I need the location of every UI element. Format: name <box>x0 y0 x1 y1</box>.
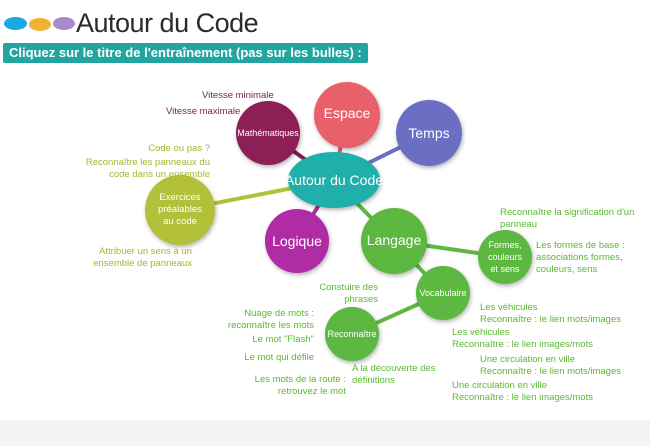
link-vitesse-minimale[interactable]: Vitesse minimale <box>202 90 274 101</box>
link-circulation-2-sub[interactable]: Reconnaître : le lien images/mots <box>452 392 593 403</box>
link-reconnaitre-panneaux[interactable]: Reconnaître les panneaux du code dans un… <box>85 157 210 180</box>
link-mot-flash[interactable]: Le mot "Flash" <box>252 334 314 345</box>
page-title: Autour du Code <box>76 8 259 38</box>
link-circulation-1[interactable]: Une circulation en ville <box>480 354 576 365</box>
node-vocabulaire[interactable]: Vocabulaire <box>419 288 467 298</box>
link-vitesse-maximale[interactable]: Vitesse maximale <box>166 106 241 117</box>
link-attribuer-sens[interactable]: Attribuer un sens à un ensemble de panne… <box>93 246 192 269</box>
node-exercices[interactable]: Exercices préalables au code <box>158 192 202 227</box>
link-mots-route[interactable]: Les mots de la route : retrouvez le mot <box>254 374 346 397</box>
link-reconnaitre-signification[interactable]: Reconnaître la signification d'un pannea… <box>500 207 635 230</box>
node-reconnaitre[interactable]: Reconnaître <box>327 329 377 339</box>
link-mot-defile[interactable]: Le mot qui défile <box>244 352 314 363</box>
link-vehicules-2-sub[interactable]: Reconnaître : le lien images/mots <box>452 339 593 350</box>
node-langage[interactable]: Langage <box>366 232 422 248</box>
link-construire-phrases[interactable]: Constuire des phrases <box>319 282 378 305</box>
logo-icon <box>4 17 75 31</box>
link-nuage-mots[interactable]: Nuage de mots : reconnaître les mots <box>227 308 314 331</box>
link-vehicules-2[interactable]: Les véhicules <box>452 327 510 338</box>
node-formes[interactable]: Formes, couleurs et sens <box>487 240 523 274</box>
instruction-banner: Cliquez sur le titre de l'entraînement (… <box>3 43 368 63</box>
node-espace[interactable]: Espace <box>323 105 371 121</box>
link-formes-base[interactable]: Les formes de base : associations formes… <box>536 240 625 275</box>
link-circulation-1-sub[interactable]: Reconnaître : le lien mots/images <box>480 366 621 377</box>
link-decouverte-definitions[interactable]: A la découverte des définitions <box>352 363 436 386</box>
node-temps[interactable]: Temps <box>408 125 450 141</box>
link-code-ou-pas[interactable]: Code ou pas ? <box>148 143 210 154</box>
link-vehicules-1[interactable]: Les véhicules <box>480 302 538 313</box>
node-center[interactable]: Autour du Code <box>284 172 384 188</box>
node-logique[interactable]: Logique <box>272 233 322 249</box>
link-circulation-2[interactable]: Une circulation en ville <box>452 380 548 391</box>
link-vehicules-1-sub[interactable]: Reconnaître : le lien mots/images <box>480 314 621 325</box>
footer-band <box>0 420 650 446</box>
node-mathematiques[interactable]: Mathématiques <box>237 128 299 138</box>
